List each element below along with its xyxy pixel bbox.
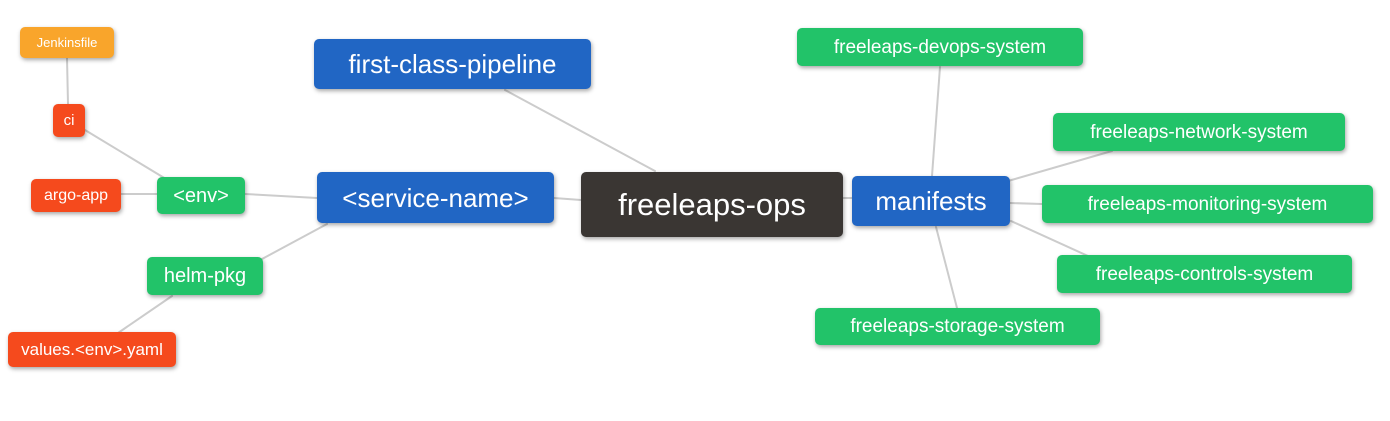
node-service-name[interactable]: <service-name> <box>317 172 554 223</box>
node-freeleaps-ops[interactable]: freeleaps-ops <box>581 172 843 237</box>
edge-jenkinsfile-to-ci <box>66 57 69 105</box>
edge-manifests-to-freeleaps-network-system <box>1007 150 1113 182</box>
node-freeleaps-network-system[interactable]: freeleaps-network-system <box>1053 113 1345 151</box>
node-ci[interactable]: ci <box>53 104 85 137</box>
node-argo-app[interactable]: argo-app <box>31 179 121 212</box>
node-first-class-pipeline[interactable]: first-class-pipeline <box>314 39 591 89</box>
edge-ci-to-env <box>84 129 167 180</box>
edge-env-to-service-name <box>244 193 318 199</box>
edge-manifests-to-freeleaps-controls-system <box>1010 220 1089 257</box>
node-values-env-yaml[interactable]: values.<env>.yaml <box>8 332 176 367</box>
node-helm-pkg[interactable]: helm-pkg <box>147 257 263 295</box>
edge-values-env-yaml-to-helm-pkg <box>117 295 173 334</box>
edge-manifests-to-freeleaps-monitoring-system <box>1009 202 1043 205</box>
edge-freeleaps-devops-system-to-manifests <box>931 66 941 177</box>
node-manifests[interactable]: manifests <box>852 176 1010 226</box>
node-freeleaps-devops-system[interactable]: freeleaps-devops-system <box>797 28 1083 66</box>
node-freeleaps-controls-system[interactable]: freeleaps-controls-system <box>1057 255 1352 293</box>
node-jenkinsfile[interactable]: Jenkinsfile <box>20 27 114 58</box>
edge-service-name-to-freeleaps-ops <box>553 197 582 201</box>
node-freeleaps-monitoring-system[interactable]: freeleaps-monitoring-system <box>1042 185 1373 223</box>
edge-first-class-pipeline-to-freeleaps-ops <box>504 89 656 172</box>
node-freeleaps-storage-system[interactable]: freeleaps-storage-system <box>815 308 1100 345</box>
edge-manifests-to-freeleaps-storage-system <box>935 226 958 309</box>
edge-helm-pkg-to-service-name <box>261 223 328 260</box>
node-env[interactable]: <env> <box>157 177 245 214</box>
